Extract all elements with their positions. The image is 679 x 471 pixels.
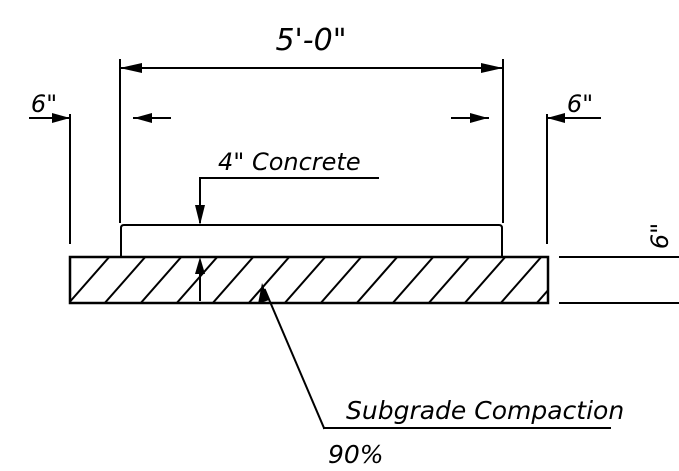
overall-width-label: 5'-0" — [275, 23, 346, 58]
subgrade-leader-line — [263, 288, 326, 430]
side-thickness-label: 6" — [646, 223, 674, 249]
subgrade-base — [68, 255, 550, 305]
adjacent-section: 6" — [559, 223, 679, 304]
overall-width-dimension: 5'-0" — [119, 23, 504, 223]
slab-leader-arrowhead-icon — [195, 205, 205, 225]
subgrade-outline — [68, 255, 550, 305]
concrete-slab — [120, 224, 503, 258]
left-offset-arrowhead-icon — [52, 113, 70, 123]
right-inner-arrowhead-icon — [470, 113, 488, 123]
subgrade-leader-arrowhead-icon — [258, 283, 269, 304]
right-offset-arrowhead-icon — [547, 113, 565, 123]
left-offset-dimension: 6" — [29, 90, 71, 244]
left-arrowhead-icon — [120, 63, 142, 73]
right-offset-label: 6" — [567, 90, 593, 118]
slab-lower-arrowhead-icon — [195, 257, 205, 274]
compaction-percent-label: 90% — [328, 440, 384, 469]
right-offset-dimension: 6" — [546, 90, 601, 244]
slab-outline — [120, 224, 503, 258]
slab-label: 4" Concrete — [218, 148, 361, 176]
subgrade-callout: Subgrade Compaction 90% — [258, 283, 624, 469]
inner-offset-leaders — [133, 113, 489, 123]
left-offset-label: 6" — [31, 90, 57, 118]
slab-callout: 4" Concrete — [195, 148, 379, 301]
subgrade-label: Subgrade Compaction — [346, 396, 624, 425]
left-inner-arrowhead-icon — [134, 113, 152, 123]
right-arrowhead-icon — [481, 63, 503, 73]
